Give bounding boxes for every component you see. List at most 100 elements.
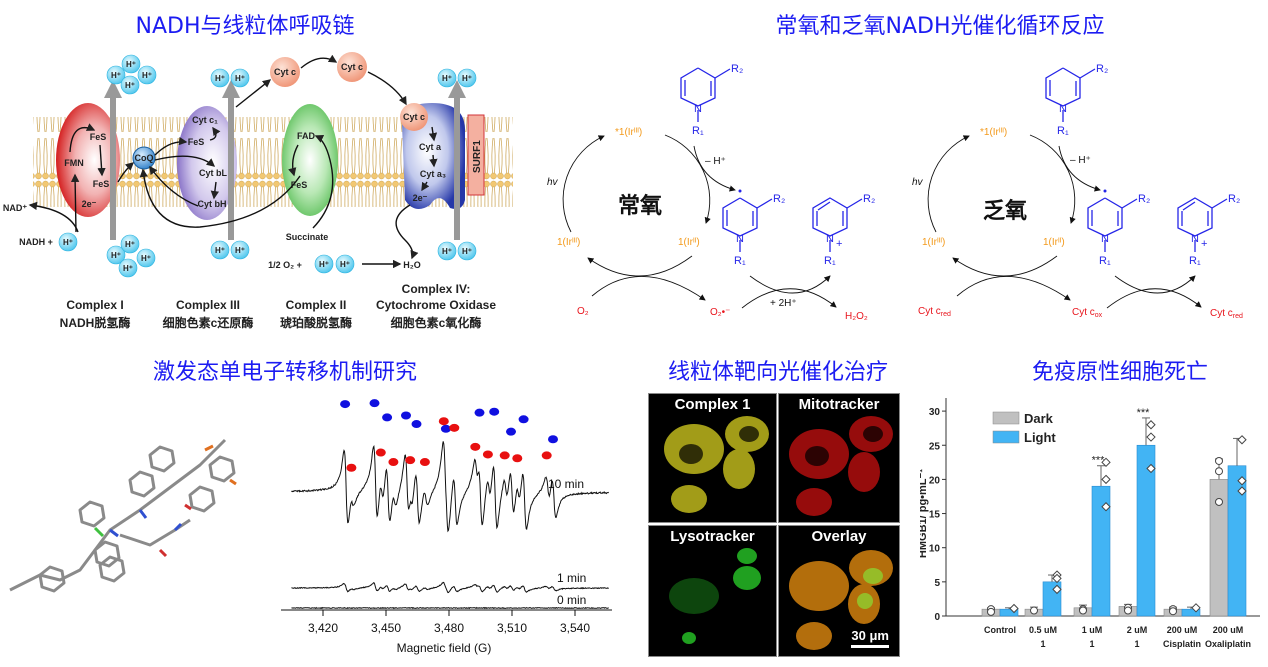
legend-swatch-light (993, 431, 1019, 443)
cytc1-label: Cyt c₁ (192, 115, 218, 125)
legend-label-dark: Dark (1024, 411, 1054, 426)
complex-3-label: Complex III (176, 298, 240, 312)
fes-label: FeS (188, 137, 205, 147)
oxygen-label: 1/2 O₂ + (268, 260, 302, 270)
cyta-label: Cyt a (419, 142, 442, 152)
trace-label-0min: 0 min (557, 593, 586, 607)
complex-2-shape (282, 104, 338, 216)
y-tick-label: 10 (929, 544, 941, 555)
h-plus-label: H⁺ (125, 240, 135, 249)
h-plus-label: H⁺ (215, 74, 225, 83)
h-plus-label: H⁺ (111, 71, 121, 80)
hv-label: hv (547, 177, 559, 188)
nadh-molecules: N R₁ R₂ N R₁ R₂ N + R₁ R₂ (681, 63, 875, 267)
oxygen-label: O₂ (577, 306, 589, 317)
h-plus-label: H⁺ (235, 74, 245, 83)
red-peak-marker (405, 456, 415, 464)
red-peak-marker (420, 458, 430, 466)
h-plus-label: H⁺ (319, 260, 329, 269)
nitrogen-label: N (736, 233, 744, 245)
crystal-structure-image (0, 410, 270, 640)
red-peak-marker (449, 424, 459, 432)
red-peak-marker (542, 451, 552, 459)
complex-4-cn-label: 细胞色素c氧化酶 (391, 315, 482, 330)
panel-label: Overlay (779, 528, 899, 545)
proton-cluster (59, 55, 476, 277)
cyta3-label: Cyt a₃ (420, 169, 446, 179)
succinate-label: Succinate (286, 232, 329, 242)
h-plus-label: H⁺ (442, 247, 452, 256)
data-point (1102, 475, 1110, 483)
hypoxia-label: 乏氧 (983, 199, 1027, 224)
y-axis-label: HMGB1/ pg•mL⁻¹ (920, 469, 929, 558)
blue-peak-marker (412, 420, 422, 428)
data-point (1147, 433, 1155, 441)
electron-label: 2e⁻ (413, 193, 428, 203)
legend-label-light: Light (1024, 430, 1056, 445)
epr-spectrum-chart: 3,4203,4503,4803,5103,540 10 min 1 min 0… (278, 392, 618, 662)
y-tick-label: 25 (929, 441, 941, 452)
data-point (1238, 436, 1246, 444)
cytc-label: Cyt c (274, 67, 296, 77)
category-label: 200 uM (1213, 625, 1244, 635)
data-point (1216, 457, 1223, 464)
category-sublabel: 1 (1089, 639, 1094, 649)
superoxide-label: O₂•⁻ (710, 307, 730, 318)
title-mito-targeting: 线粒体靶向光催化治疗 (668, 354, 888, 386)
h-plus-label: H⁺ (111, 251, 121, 260)
nadh-molecules-hypoxia (1046, 63, 1240, 267)
trace-0min (292, 608, 609, 609)
category-label: 0.5 uM (1029, 625, 1057, 635)
red-peak-marker (483, 450, 493, 458)
data-point (1080, 607, 1087, 614)
coq-label: CoQ (135, 153, 154, 163)
significance-label: *** (1137, 407, 1151, 419)
title-respiratory-chain: NADH与线粒体呼吸链 (136, 8, 355, 40)
category-sublabel: Cisplatin (1163, 639, 1201, 649)
complex-1-cn-label: NADH脱氢酶 (60, 315, 131, 330)
charge-label: + (836, 238, 842, 250)
cyt-c-red-right: Cyt cred (1210, 308, 1243, 320)
h-plus-label: H⁺ (462, 74, 472, 83)
data-point (1125, 607, 1132, 614)
title-set-mechanism: 激发态单电子转移机制研究 (153, 354, 417, 386)
cyt-c-ox: Cyt cox (1072, 307, 1103, 319)
fes-label: FeS (90, 132, 107, 142)
r1-label: R₁ (692, 125, 704, 137)
trace-label-1min: 1 min (557, 571, 586, 585)
red-peak-marker (346, 464, 356, 472)
microscopy-lysotracker: Lysotracker (648, 525, 777, 657)
blue-peak-marker (489, 408, 499, 416)
category-label: 2 uM (1127, 625, 1148, 635)
category-label: 200 uM (1167, 625, 1198, 635)
deprotonation-label: – H⁺ (705, 156, 726, 167)
nitrogen-label: N (826, 233, 834, 245)
blue-peak-marker (382, 413, 392, 421)
proton-pump-arrow (454, 95, 460, 240)
category-sublabel: Oxaliplatin (1205, 639, 1251, 649)
trace-label-10min: 10 min (548, 477, 584, 491)
blue-peak-marker (548, 435, 558, 443)
h-plus-label: H⁺ (125, 81, 135, 90)
protons-label: + 2H⁺ (770, 298, 797, 309)
proton-pump-arrow (228, 95, 234, 240)
x-tick-label: 3,480 (434, 621, 464, 635)
h-plus-label: H⁺ (340, 260, 350, 269)
blue-peak-marker (340, 400, 350, 408)
red-peak-marker (388, 458, 398, 466)
proton-pump-arrow (110, 95, 116, 240)
y-tick-label: 15 (929, 510, 941, 521)
h-plus-label: H⁺ (462, 247, 472, 256)
h-plus-label: H⁺ (442, 74, 452, 83)
complex-4-label: Complex IV: (402, 282, 471, 296)
r1-label: R₁ (824, 255, 836, 267)
nad-label: NAD⁺ (3, 203, 27, 213)
category-sublabel: 1 (1040, 639, 1045, 649)
h-plus-label: H⁺ (63, 238, 73, 247)
y-tick-label: 5 (934, 578, 940, 589)
hmgb1-bar-chart: 051015202530HMGB1/ pg•mL⁻¹Control0.5 uM1… (920, 390, 1268, 667)
nadh-label: NADH + (19, 237, 53, 247)
data-point (1216, 498, 1223, 505)
x-tick-label: 3,510 (497, 621, 527, 635)
legend-swatch-dark (993, 412, 1019, 424)
